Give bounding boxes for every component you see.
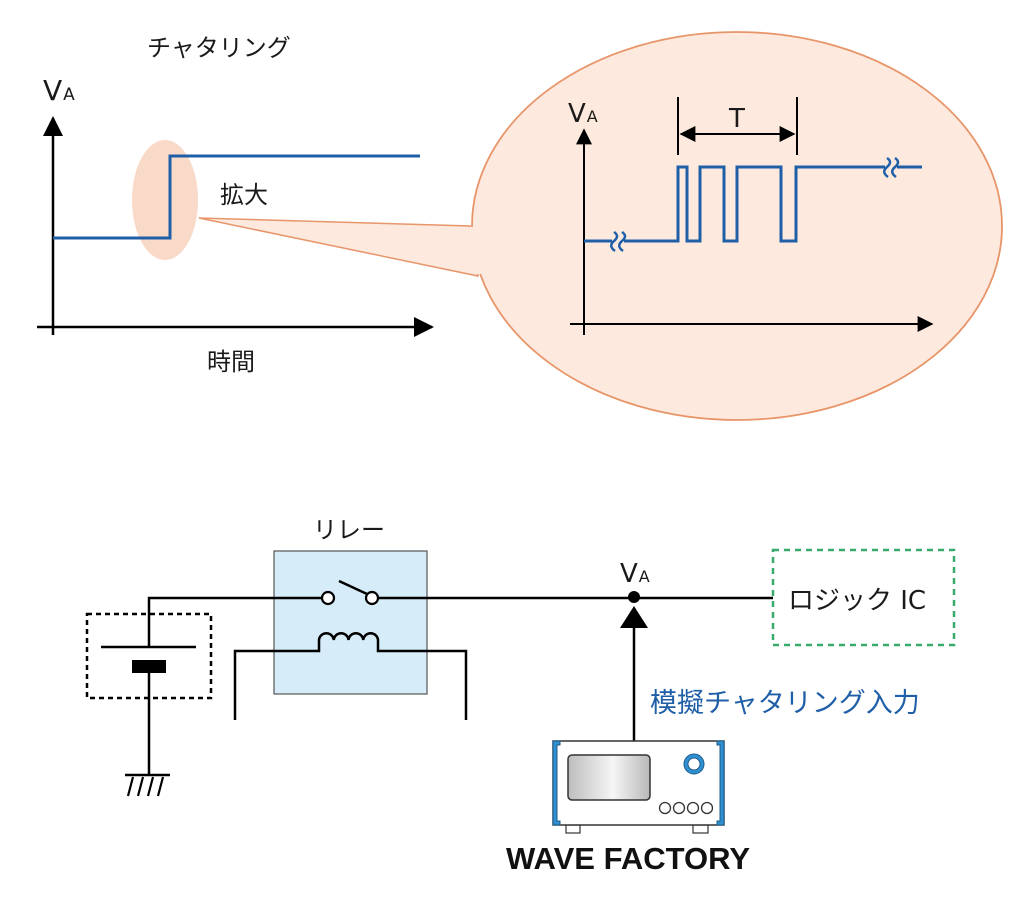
y-axis-label: VA [43, 74, 75, 107]
overview-chart: チャタリング VA 拡大 時間 [37, 34, 434, 376]
step-signal-line [53, 154, 420, 240]
simulated-input-label: 模擬チャタリング入力 [650, 688, 920, 719]
switch-contact-right [364, 590, 380, 606]
input-arrow-icon [620, 606, 648, 628]
node-label: VA [620, 559, 650, 589]
period-label: T [728, 104, 745, 134]
zoom-bubble [198, 31, 1003, 421]
chart-title: チャタリング [147, 34, 291, 62]
logic-ic-label: ロジック IC [788, 586, 926, 616]
break-mark-icon [610, 230, 627, 253]
node-dot [628, 591, 640, 603]
relay-label: リレー [313, 516, 385, 544]
break-mark-icon [883, 156, 900, 179]
relay-box [273, 550, 428, 695]
wire-battery-switch [147, 596, 322, 647]
battery-plate-short [132, 660, 166, 673]
bubble-tail [198, 217, 479, 277]
logic-ic-box [771, 548, 956, 647]
instrument-label: WAVE FACTORY [506, 841, 750, 876]
switch-contact-left [320, 590, 336, 606]
wave-factory-instrument-icon [552, 740, 725, 834]
relay-coil [233, 631, 468, 720]
highlight-ellipse [132, 140, 198, 260]
switch-lever [338, 579, 368, 596]
x-axis-label: 時間 [207, 348, 255, 376]
zoomed-chart: VA T [568, 97, 934, 335]
zoom-label: 拡大 [220, 181, 268, 209]
zoomed-y-axis-label: VA [568, 99, 598, 129]
circuit: リレー VA ロジック IC [85, 516, 956, 876]
ground-icon [125, 773, 170, 797]
chattering-waveform [624, 165, 885, 243]
